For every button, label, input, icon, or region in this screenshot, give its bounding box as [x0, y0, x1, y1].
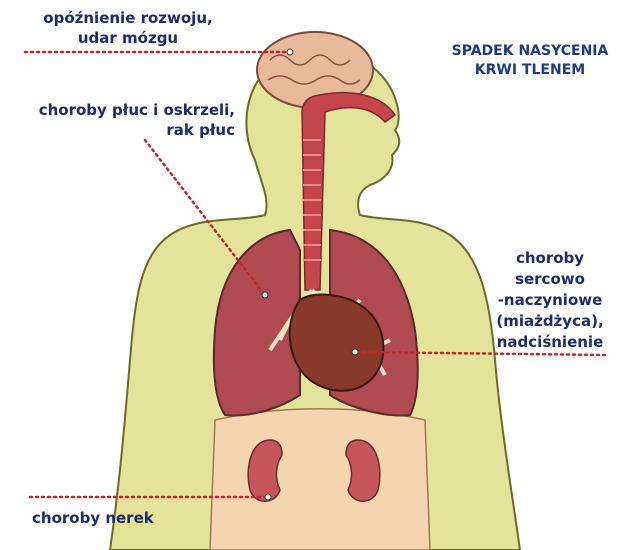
diagram-title: SPADEK NASYCENIA KRWI TLENEM [440, 42, 620, 80]
brain-label-line-2: udar mózgu [28, 28, 228, 48]
title-line-2: KRWI TLENEM [440, 61, 620, 80]
lungs-label-line-2: rak płuc [30, 120, 235, 140]
brain-label: opóźnienie rozwoju, udar mózgu [28, 8, 228, 48]
heart-label-line-2: sercowo [475, 269, 625, 290]
heart-label: choroby sercowo -naczyniowe (miażdżyca),… [475, 248, 625, 353]
abdomen [210, 409, 430, 550]
heart-label-line-3: -naczyniowe [475, 290, 625, 311]
brain-label-line-1: opóźnienie rozwoju, [28, 8, 228, 28]
title-line-1: SPADEK NASYCENIA [440, 42, 620, 61]
heart-label-line-4: (miażdżyca), [475, 311, 625, 332]
heart-label-line-1: choroby [475, 248, 625, 269]
lungs-label: choroby płuc i oskrzeli, rak płuc [30, 100, 235, 140]
lungs-label-line-1: choroby płuc i oskrzeli, [30, 100, 235, 120]
heart-label-line-5: nadciśnienie [475, 332, 625, 353]
kidneys-label: choroby nerek [32, 508, 154, 528]
kidneys-label-line-1: choroby nerek [32, 508, 154, 528]
